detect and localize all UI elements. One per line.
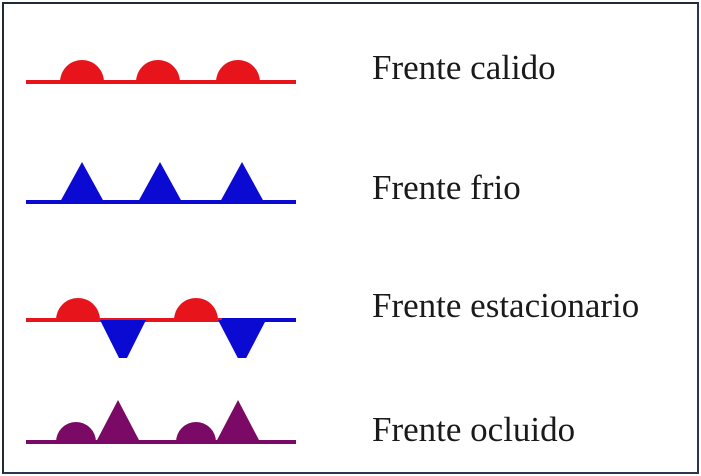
stationary-front-symbol <box>26 298 296 358</box>
warm-front-semicircle-2 <box>136 60 180 82</box>
legend-row-cold-front: Frente frio <box>4 130 697 240</box>
occluded-front-semicircle-2 <box>176 422 216 442</box>
cold-front-triangle-2 <box>138 162 182 202</box>
stationary-front-triangle-1 <box>100 320 146 358</box>
stationary-front-semicircle-2 <box>174 298 218 320</box>
cold-front-label: Frente frio <box>372 168 521 207</box>
warm-front-label: Frente calido <box>372 48 556 87</box>
legend-row-occluded-front: Frente ocluido <box>4 362 697 472</box>
occluded-front-triangle-2 <box>216 400 260 442</box>
legend-row-warm-front: Frente calido <box>4 14 697 124</box>
occluded-front-semicircle-1 <box>56 422 96 442</box>
stationary-front-label: Frente estacionario <box>372 286 640 325</box>
stationary-front-triangle-2 <box>218 320 266 358</box>
stationary-front-semicircle-1 <box>56 298 100 320</box>
occluded-front-triangle-1 <box>96 400 140 442</box>
warm-front-symbol <box>26 60 296 84</box>
cold-front-triangle-1 <box>60 162 104 202</box>
occluded-front-symbol <box>26 400 296 444</box>
warm-front-semicircle-3 <box>216 60 260 82</box>
cold-front-symbol <box>26 162 296 204</box>
warm-front-semicircle-1 <box>60 60 104 82</box>
legend-row-stationary-front: Frente estacionario <box>4 248 697 358</box>
occluded-front-label: Frente ocluido <box>372 410 576 449</box>
cold-front-triangle-3 <box>220 162 264 202</box>
